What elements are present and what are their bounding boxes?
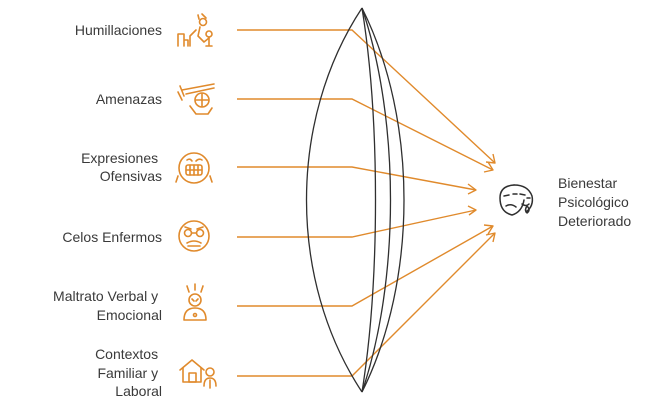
offensive-expression-icon [175, 152, 213, 184]
stressed-person-icon [183, 283, 207, 321]
arrowhead-4 [467, 205, 477, 216]
arrowhead-6 [485, 232, 496, 243]
input-icons [175, 13, 217, 389]
label-humillaciones: Humillaciones [75, 22, 162, 38]
arrowhead-5 [483, 224, 494, 235]
input-labels: Humillaciones Amenazas Expresiones Ofens… [53, 22, 162, 399]
connectors [237, 29, 496, 377]
lens [305, 7, 405, 393]
connector-celos-enfermos [237, 209, 477, 238]
jealous-face-icon [178, 220, 210, 252]
connector-amenazas [237, 98, 494, 171]
threat-icon [177, 83, 215, 115]
humiliation-icon [177, 13, 213, 47]
arrowhead-3 [467, 183, 477, 195]
connector-expresiones-ofensivas [237, 166, 477, 191]
label-maltrato-verbal-emocional: Maltrato Verbal y Emocional [53, 288, 162, 323]
connector-contextos [237, 232, 496, 377]
output-label: Bienestar Psicológico Deteriorado [558, 175, 633, 229]
theater-masks-icon [499, 184, 534, 216]
home-person-icon [179, 359, 217, 389]
connector-humillaciones [237, 29, 496, 164]
arrowhead-2 [483, 161, 494, 173]
label-celos-enfermos: Celos Enfermos [62, 229, 162, 245]
label-amenazas: Amenazas [96, 91, 162, 107]
arrowheads [467, 153, 496, 243]
connector-maltrato [237, 225, 494, 307]
label-contextos-familiar-laboral: Contextos Familiar y Laboral [95, 346, 162, 398]
label-expresiones-ofensivas: Expresiones Ofensivas [81, 150, 162, 184]
